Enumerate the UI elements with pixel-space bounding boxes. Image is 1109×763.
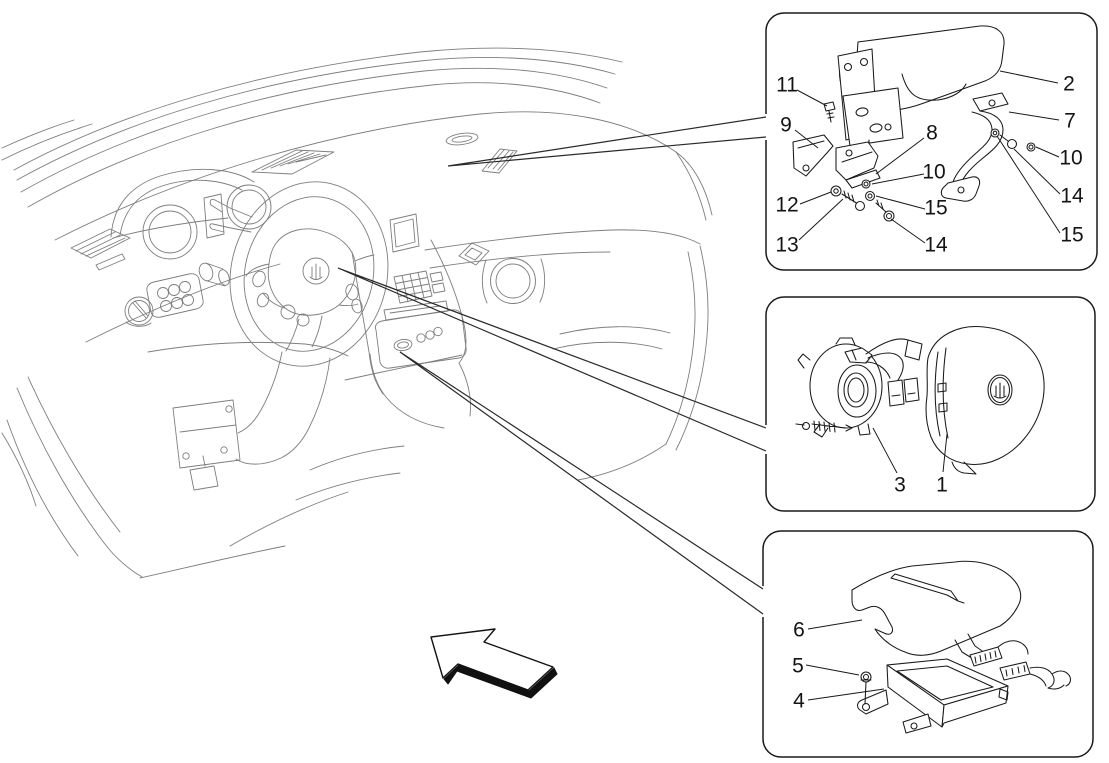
part-label-11: 11	[776, 73, 798, 97]
center-console	[344, 213, 471, 429]
part-label-9: 9	[780, 113, 792, 137]
dashboard-illustration	[1, 47, 713, 579]
part-label-12: 12	[775, 193, 799, 217]
left-door-vent	[70, 228, 131, 271]
part-label-4: 4	[793, 689, 805, 713]
switch-panel	[146, 273, 204, 318]
part-label-5: 5	[792, 654, 804, 678]
part-label-14-right: 14	[1060, 184, 1084, 208]
defroster-grille	[251, 132, 518, 175]
floor-sill-lines	[1, 376, 405, 579]
right-door-panel	[552, 245, 709, 481]
part-label-13: 13	[775, 233, 799, 257]
part-label-15-right: 15	[1060, 223, 1084, 247]
part-label-2: 2	[1063, 72, 1075, 96]
part-label-10-right: 10	[1059, 146, 1083, 170]
headlight-switch	[124, 296, 154, 327]
part-label-3: 3	[894, 473, 906, 497]
instrument-cluster	[110, 168, 272, 260]
steering-wheel	[198, 181, 389, 367]
callout-leader-lines	[337, 116, 767, 615]
ecu-module-drawing	[805, 619, 1071, 734]
part-label-14-mid: 14	[924, 233, 948, 257]
part-label-10-mid: 10	[922, 160, 946, 184]
part-label-1: 1	[936, 473, 948, 497]
passenger-airbag-drawing	[792, 25, 1061, 244]
ecu-cover-drawing	[851, 560, 1022, 656]
trident-logo-icon	[987, 374, 1013, 406]
part-label-7: 7	[1064, 109, 1076, 133]
trident-logo-icon	[302, 257, 330, 285]
part-label-8: 8	[926, 121, 938, 145]
driver-airbag-drawing	[872, 326, 1045, 475]
windshield-lines	[1, 47, 713, 241]
part-label-6: 6	[793, 618, 805, 642]
direction-arrow	[430, 628, 558, 699]
part-label-15-mid: 15	[924, 196, 948, 220]
pedal-assembly	[147, 342, 349, 491]
door-speaker	[481, 258, 546, 304]
clockspring-drawing	[795, 337, 923, 438]
